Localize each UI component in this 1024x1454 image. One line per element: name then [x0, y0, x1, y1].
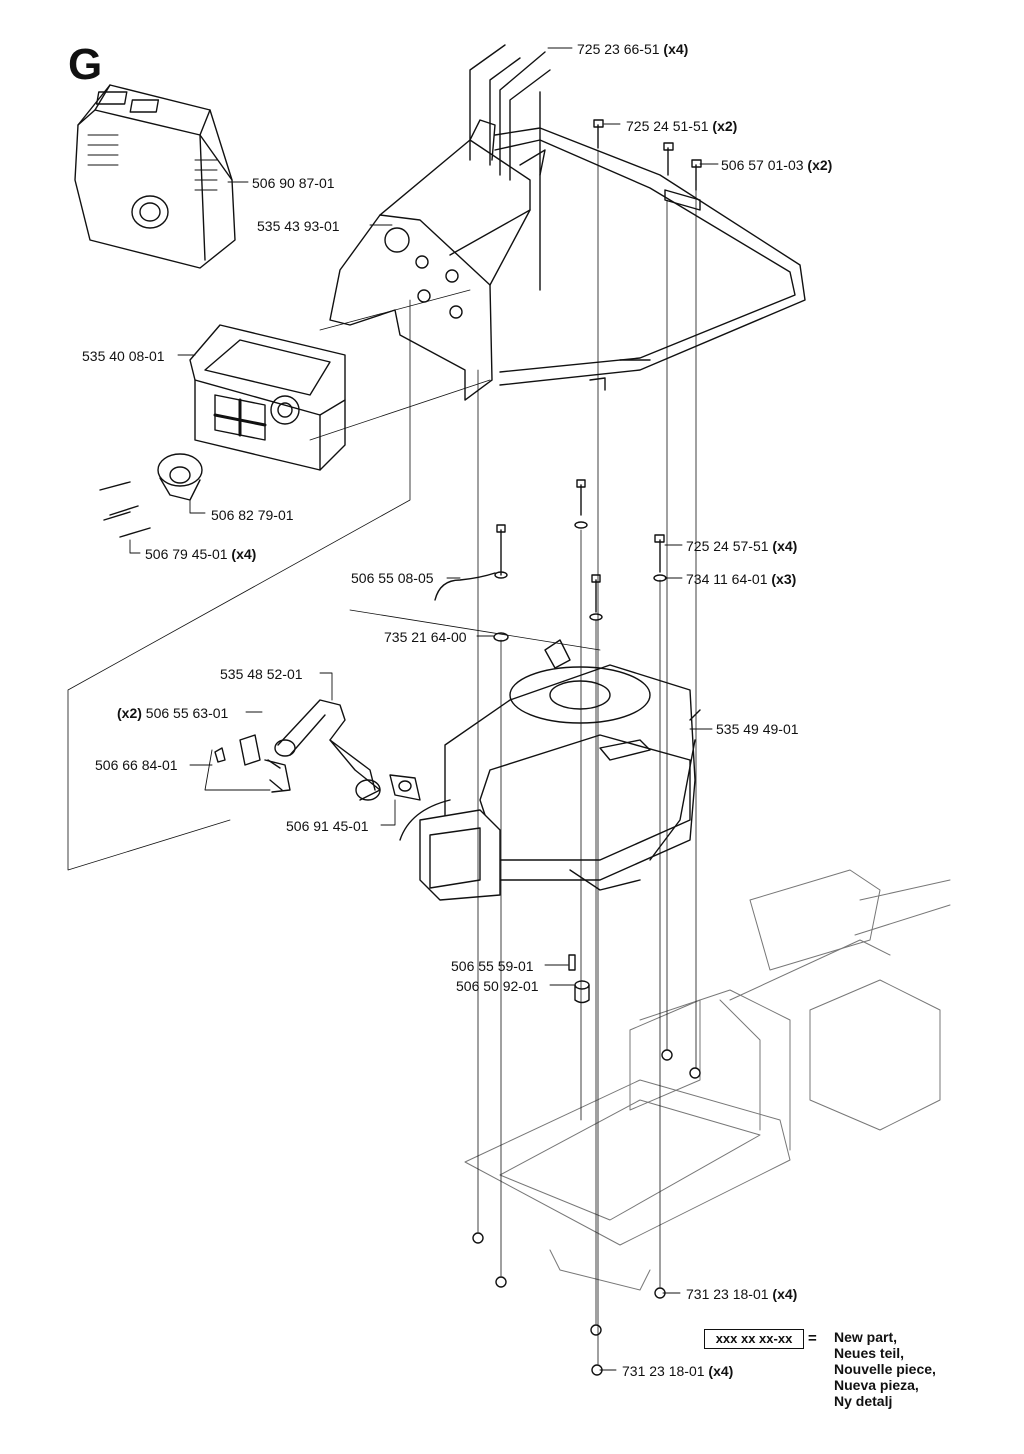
label-734-11-64-01: 734 11 64-01 (x3): [686, 571, 796, 587]
label-731-23-18-01-right: 731 23 18-01 (x4): [686, 1286, 797, 1302]
part-number: 725 24 51-51: [626, 118, 709, 134]
air-filter-element-part: [189, 324, 346, 471]
quantity: (x4): [231, 546, 257, 562]
part-number: 725 24 57-51: [686, 538, 769, 554]
air-filter-cover-part: [74, 84, 236, 269]
quantity: (x2): [807, 157, 833, 173]
spacer-part: [568, 954, 590, 1004]
label-506-55-59-01: 506 55 59-01: [451, 958, 534, 974]
label-506-82-79-01: 506 82 79-01: [211, 507, 294, 523]
part-number: 535 40 08-01: [82, 348, 165, 364]
exhaust-clamp-part: [214, 734, 291, 793]
label-725-24-57-51: 725 24 57-51 (x4): [686, 538, 797, 554]
label-506-55-08-05: 506 55 08-05: [351, 570, 434, 586]
quantity: (x4): [708, 1363, 734, 1379]
label-506-55-63-01: (x2) 506 55 63-01: [117, 705, 228, 721]
label-731-23-18-01-bottom: 731 23 18-01 (x4): [622, 1363, 733, 1379]
assembly-lines: [67, 149, 697, 1365]
part-number: 735 21 64-00: [384, 629, 467, 645]
label-725-23-66-51: 725 23 66-51 (x4): [577, 41, 688, 57]
part-number: 535 49 49-01: [716, 721, 799, 737]
label-535-40-08-01: 535 40 08-01: [82, 348, 165, 364]
exhaust-pipe-part: [274, 699, 421, 801]
engine-bolts-part: [493, 479, 667, 642]
label-735-21-64-00: 735 21 64-00: [384, 629, 467, 645]
label-506-50-92-01: 506 50 92-01: [456, 978, 539, 994]
legend-line-de: Neues teil,: [834, 1345, 905, 1361]
part-number: 535 48 52-01: [220, 666, 303, 682]
part-number: 731 23 18-01: [686, 1286, 769, 1302]
quantity: (x4): [663, 41, 689, 57]
part-number: 734 11 64-01: [686, 571, 768, 587]
part-number: 506 82 79-01: [211, 507, 294, 523]
chassis-frame-part: [464, 869, 951, 1291]
label-506-90-87-01: 506 90 87-01: [252, 175, 335, 191]
label-506-57-01-03: 506 57 01-03 (x2): [721, 157, 832, 173]
engine-part: [399, 639, 701, 901]
upper-long-screws-part: [469, 44, 551, 291]
top-right-bolts-part: [593, 119, 702, 191]
part-number: 506 90 87-01: [252, 175, 335, 191]
label-506-91-45-01: 506 91 45-01: [286, 818, 369, 834]
part-number: 506 57 01-03: [721, 157, 804, 173]
part-number: 506 50 92-01: [456, 978, 539, 994]
leader-lines: [129, 47, 719, 1371]
part-number: 725 23 66-51: [577, 41, 660, 57]
legend-text: New part, Neues teil, Nouvelle piece, Nu…: [834, 1329, 936, 1409]
part-number: 506 79 45-01: [145, 546, 228, 562]
quantity: (x3): [771, 571, 797, 587]
legend-equals: =: [808, 1330, 817, 1347]
part-number: 535 43 93-01: [257, 218, 340, 234]
quantity: (x4): [772, 538, 798, 554]
part-number: 506 91 45-01: [286, 818, 369, 834]
quantity: (x2): [712, 118, 738, 134]
part-number: 731 23 18-01: [622, 1363, 705, 1379]
legend-line-sv: Ny detalj: [834, 1393, 893, 1409]
filter-bracket-part: [329, 119, 531, 401]
part-number: 506 55 59-01: [451, 958, 534, 974]
part-number: 506 55 63-01: [145, 705, 229, 721]
label-506-66-84-01: 506 66 84-01: [95, 757, 178, 773]
ground-wire-part: [434, 572, 496, 601]
quantity: (x4): [772, 1286, 798, 1302]
quantity: (x2): [117, 705, 142, 721]
legend-line-fr: Nouvelle piece,: [834, 1361, 936, 1377]
label-535-49-49-01: 535 49 49-01: [716, 721, 799, 737]
section-letter: G: [68, 40, 103, 89]
bottom-nuts-part: [472, 1049, 701, 1376]
filter-knob-part: [157, 453, 203, 501]
part-number: 506 55 08-05: [351, 570, 434, 586]
handle-frame-part: [494, 127, 806, 391]
knob-screws-part: [99, 481, 151, 538]
legend-line-es: Nueva pieza,: [834, 1377, 919, 1393]
part-number: 506 66 84-01: [95, 757, 178, 773]
label-506-79-45-01: 506 79 45-01 (x4): [145, 546, 256, 562]
label-725-24-51-51: 725 24 51-51 (x2): [626, 118, 737, 134]
legend-new-part-box: xxx xx xx-xx: [704, 1329, 804, 1349]
label-535-48-52-01: 535 48 52-01: [220, 666, 303, 682]
legend-line-en: New part,: [834, 1329, 898, 1345]
label-535-43-93-01: 535 43 93-01: [257, 218, 340, 234]
